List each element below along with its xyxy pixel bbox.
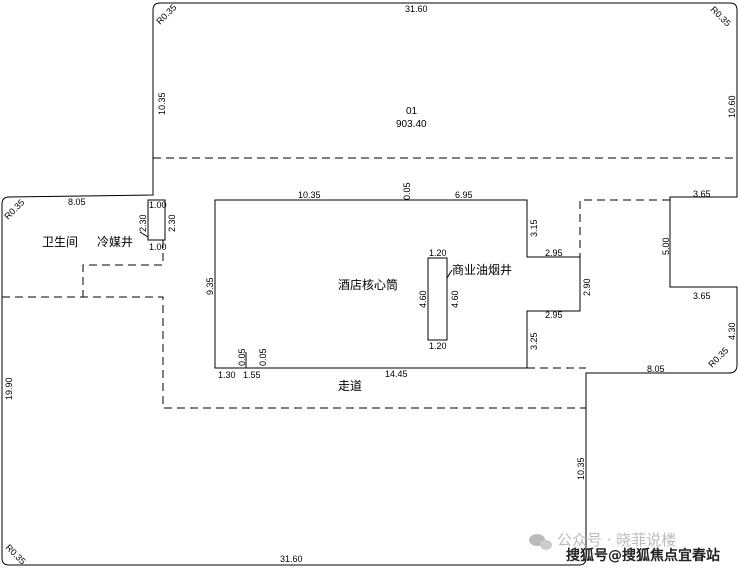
dim-radius: R0.35 — [706, 345, 730, 369]
watermark: 公众号 · 晓菲说楼 — [557, 531, 676, 549]
dim: 2.95 — [545, 248, 563, 258]
dim: 1.00 — [149, 242, 167, 252]
room-label-hotel-core: 酒店核心筒 — [338, 277, 398, 292]
dim: 3.65 — [693, 189, 711, 199]
room-label-toilet: 卫生间 — [42, 235, 78, 249]
dim: 10.35 — [576, 457, 586, 480]
dim-top: 31.60 — [405, 4, 428, 14]
wechat-icon — [529, 534, 552, 550]
hotel-core-outline — [214, 199, 581, 369]
corridor-dashed — [2, 240, 586, 409]
dim: 3.25 — [529, 332, 539, 350]
dim-right-top: 10.60 — [727, 95, 737, 118]
room-label-oil-smoke-shaft: 商业油烟井 — [452, 262, 512, 277]
dim: 1.30 — [218, 370, 236, 380]
dim: 0.05 — [258, 348, 268, 366]
dim: 1.00 — [149, 200, 167, 210]
dim: 6.95 — [455, 190, 473, 200]
dim: 10.35 — [298, 190, 321, 200]
dim: 4.60 — [418, 290, 428, 308]
dim: 2.90 — [582, 278, 592, 296]
dim: 1.55 — [243, 370, 261, 380]
dim-radius: R0.35 — [154, 2, 178, 26]
leader — [139, 231, 149, 238]
dim: 3.65 — [693, 291, 711, 301]
dim-left: 19.90 — [4, 377, 14, 400]
dim: 2.30 — [138, 214, 148, 232]
dim: 9.35 — [205, 277, 215, 295]
right-dashed — [579, 199, 670, 257]
dim: 4.30 — [727, 322, 737, 340]
dim-radius: R0.35 — [4, 542, 28, 566]
dim-radius: R0.35 — [709, 4, 733, 28]
dim-bottom: 31.60 — [280, 554, 303, 564]
dim-radius: R0.35 — [2, 197, 26, 221]
room-label-corridor: 走道 — [338, 379, 362, 393]
dim: 8.05 — [647, 364, 665, 374]
room-label-refrigerant-shaft: 冷媒井 — [97, 235, 133, 249]
refrigerant-shaft-outline — [147, 199, 166, 241]
dim: 0.05 — [237, 348, 247, 366]
dim: 1.20 — [429, 341, 447, 351]
dim-left-top: 10.35 — [157, 92, 167, 115]
dim: 2.95 — [545, 310, 563, 320]
dim: 14.45 — [385, 369, 408, 379]
leader — [446, 269, 453, 279]
dim: 3.15 — [529, 219, 539, 237]
oil-smoke-shaft-outline — [427, 257, 448, 341]
dim: 5.00 — [661, 237, 671, 255]
dim: 1.20 — [429, 248, 447, 258]
dim: 0.05 — [402, 182, 412, 200]
unit-number: 01 — [406, 106, 418, 117]
dim: 4.60 — [450, 290, 460, 308]
unit-area: 903.40 — [396, 119, 427, 130]
watermark: 搜狐号@搜狐焦点宜春站 — [566, 547, 720, 564]
dim: 2.30 — [167, 214, 177, 232]
dim-wing-top: 8.05 — [68, 197, 86, 207]
